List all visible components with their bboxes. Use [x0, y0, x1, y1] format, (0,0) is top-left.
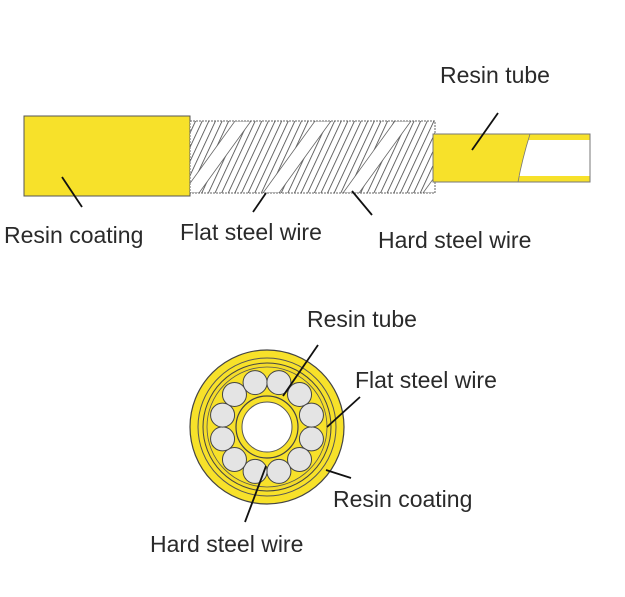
- label-flat-steel-wire-side: Flat steel wire: [180, 219, 322, 245]
- resin-coating-section: [23, 115, 191, 197]
- flat-steel-wire-band: [342, 121, 412, 193]
- flat-steel-wire-band: [422, 175, 435, 193]
- label-hard-steel-wire-cross: Hard steel wire: [150, 531, 303, 557]
- label-resin-tube-side: Resin tube: [440, 62, 550, 88]
- hard-steel-wire: [210, 402, 236, 428]
- flat-steel-wire-band: [190, 121, 252, 193]
- cross-section: Resin tube Flat steel wire Resin coating…: [150, 306, 497, 557]
- flat-steel-wire-band: [262, 121, 332, 193]
- label-flat-steel-wire-cross: Flat steel wire: [355, 367, 497, 393]
- hard-steel-wire: [287, 447, 313, 473]
- hard-steel-wire: [242, 370, 268, 396]
- hard-steel-wire-ring: [210, 370, 324, 484]
- leader-line: [252, 192, 267, 213]
- leader-line: [325, 469, 352, 479]
- hard-steel-wire: [221, 381, 247, 407]
- leader-line: [282, 344, 319, 397]
- label-resin-coating-cross: Resin coating: [333, 486, 472, 512]
- hard-steel-wire: [287, 381, 313, 407]
- tube-bore: [241, 401, 293, 453]
- label-hard-steel-wire-side: Hard steel wire: [378, 227, 531, 253]
- hard-steel-wire: [266, 370, 292, 396]
- leader-line: [326, 396, 361, 428]
- hard-steel-wire: [298, 426, 324, 452]
- leader-line: [351, 190, 373, 216]
- hard-steel-wire: [221, 447, 247, 473]
- hard-steel-wire: [266, 458, 292, 484]
- label-resin-coating-side: Resin coating: [4, 222, 143, 248]
- steel-wire-section: [190, 121, 435, 193]
- resin-tube-section: [432, 133, 591, 183]
- hard-steel-wire: [210, 426, 236, 452]
- leader-line: [61, 176, 83, 208]
- hard-steel-wire: [298, 402, 324, 428]
- label-resin-tube-cross: Resin tube: [307, 306, 417, 332]
- side-view: Resin tube Resin coating Flat steel wire…: [4, 62, 591, 253]
- leader-line: [244, 465, 267, 523]
- leader-line: [471, 112, 499, 151]
